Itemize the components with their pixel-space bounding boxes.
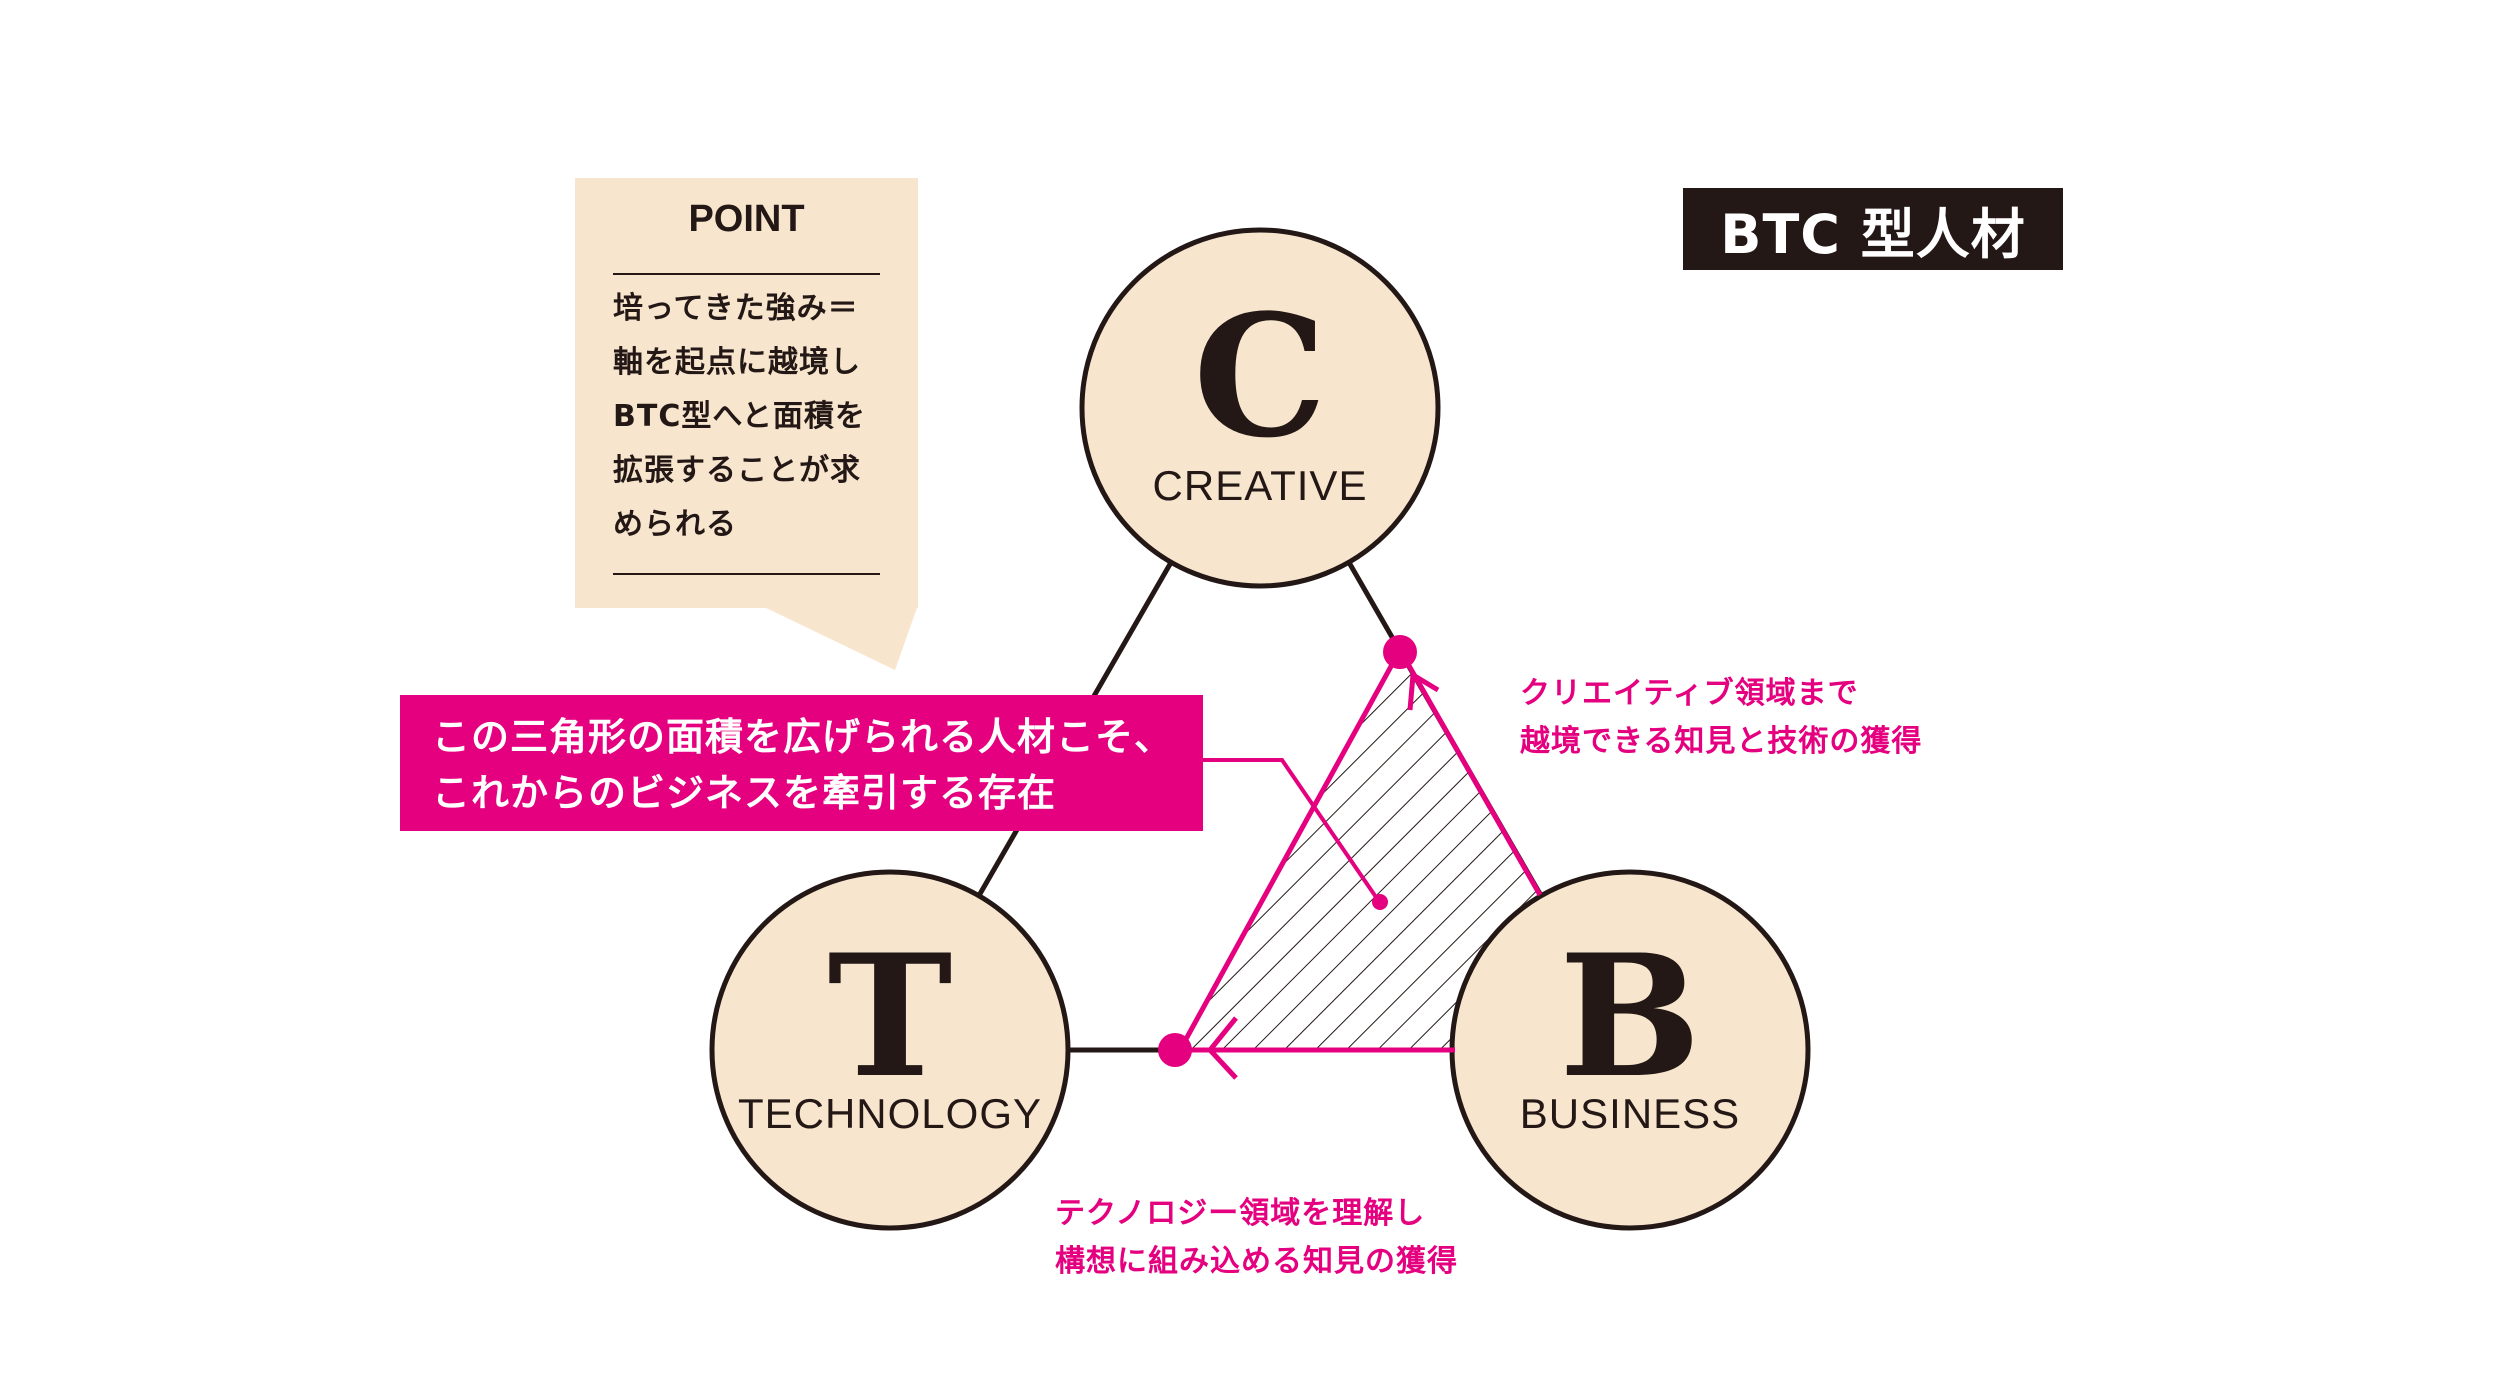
point-box: POINT 培ってきた強み＝ 軸を起点に越境し BTC型へと面積を 拡張すること… bbox=[575, 178, 918, 608]
callout-leader-dot bbox=[1372, 894, 1388, 910]
point-body: 培ってきた強み＝ 軸を起点に越境し BTC型へと面積を 拡張することが求 められ… bbox=[613, 291, 866, 542]
business-letter: B bbox=[1559, 917, 1701, 1115]
point-divider-top bbox=[613, 273, 880, 275]
point-divider-bottom bbox=[613, 573, 880, 575]
business-label: BUSINESS bbox=[1519, 1090, 1741, 1137]
technology-expansion-note: テクノロジー領域を理解し 構想に組み込める知見の獲得 bbox=[1055, 1196, 1458, 1279]
arrow-up-icon bbox=[1407, 670, 1440, 711]
technology-label: TECHNOLOGY bbox=[737, 1090, 1043, 1137]
creative-expansion-note: クリエイティブ領域まで 越境できる知見と技術の獲得 bbox=[1520, 676, 1923, 759]
callout-leader-line bbox=[1203, 758, 1380, 902]
point-bubble-tail bbox=[760, 605, 918, 670]
creative-circle bbox=[1079, 227, 1441, 589]
technology-circle bbox=[709, 869, 1071, 1231]
point-heading: POINT bbox=[688, 198, 805, 240]
expansion-boundary bbox=[1175, 644, 1543, 1053]
arrow-left-icon bbox=[1206, 1016, 1238, 1080]
creative-label: CREATIVE bbox=[1152, 462, 1368, 509]
creative-side-dot bbox=[1383, 635, 1417, 669]
technology-side-dot bbox=[1158, 1033, 1192, 1067]
callout-banner: この三角形の面積を広げられる人材こそ、 これからのビジネスを牽引する存在 bbox=[400, 695, 1203, 831]
technology-letter: T bbox=[827, 917, 953, 1115]
creative-letter: C bbox=[1193, 277, 1327, 475]
title-text: BTC 型人材 bbox=[1720, 202, 2026, 266]
title-badge: BTC 型人材 bbox=[1683, 188, 2063, 270]
